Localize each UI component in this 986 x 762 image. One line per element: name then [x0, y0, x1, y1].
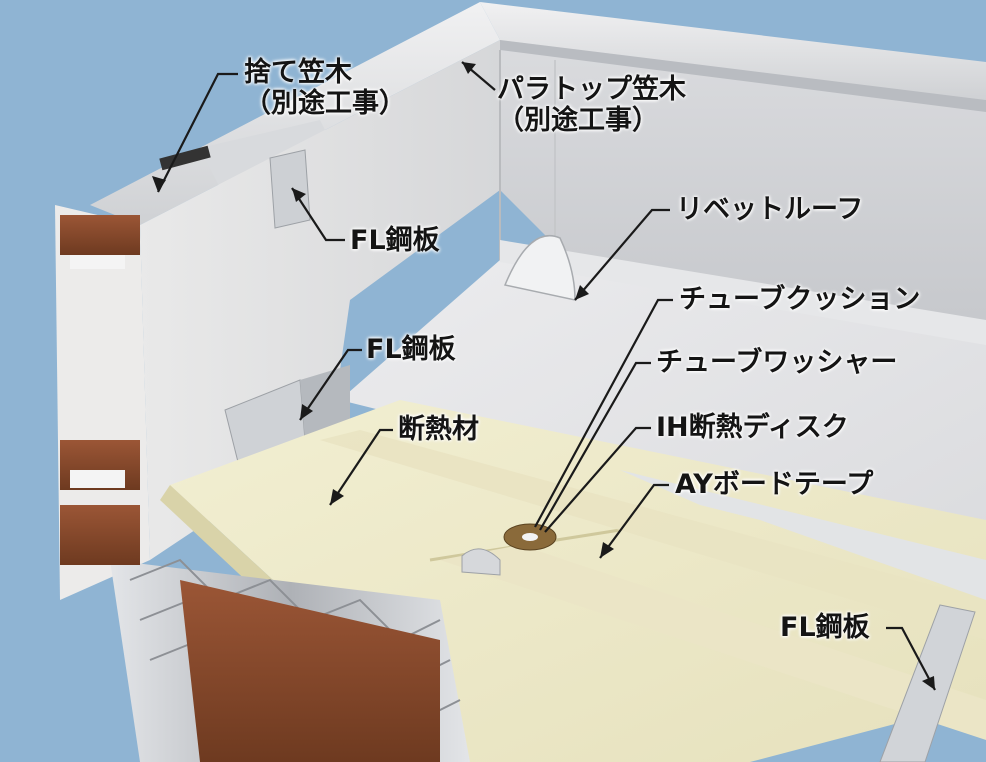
- steel-beam-top: [60, 215, 140, 255]
- steel-beam-bottom: [180, 580, 440, 762]
- parapet-cap-left: [90, 2, 500, 225]
- label-parapet-kasagi-title: パラトップ笠木: [497, 74, 686, 105]
- label-ay-tape: AYボードテープ: [675, 469, 874, 500]
- ay-board-tape: [320, 430, 986, 640]
- label-sute-kasagi-note: （別途工事）: [244, 88, 406, 120]
- label-fl-steel-mid: FL鋼板: [366, 334, 456, 365]
- label-fl-steel-bottom: FL鋼板: [780, 612, 870, 643]
- sute-kasagi-plate: [200, 120, 340, 188]
- fl-steel-plate-top: [269, 149, 311, 229]
- parapet-cap-back: [480, 2, 986, 100]
- steel-beam-lower: [60, 505, 140, 565]
- label-sute-kasagi-title: 捨て笠木: [244, 57, 352, 88]
- label-sute-kasagi: 捨て笠木 （別途工事）: [244, 57, 406, 119]
- label-tube-cushion: チューブクッション: [679, 284, 921, 315]
- label-tube-washer: チューブワッシャー: [656, 347, 898, 378]
- corner-membrane: [503, 234, 576, 301]
- label-fl-steel-top: FL鋼板: [350, 225, 440, 256]
- leader-arrowheads: [152, 62, 935, 690]
- leader-lines: [157, 61, 936, 691]
- left-wall-edge: [55, 205, 150, 600]
- label-rivet-roof: リベットルーフ: [676, 194, 864, 225]
- label-parapet-kasagi: パラトップ笠木 （別途工事）: [497, 74, 686, 136]
- label-insulation: 断熱材: [398, 414, 479, 445]
- label-parapet-kasagi-note: （別途工事）: [497, 105, 659, 137]
- label-ih-disk: IH断熱ディスク: [656, 412, 849, 443]
